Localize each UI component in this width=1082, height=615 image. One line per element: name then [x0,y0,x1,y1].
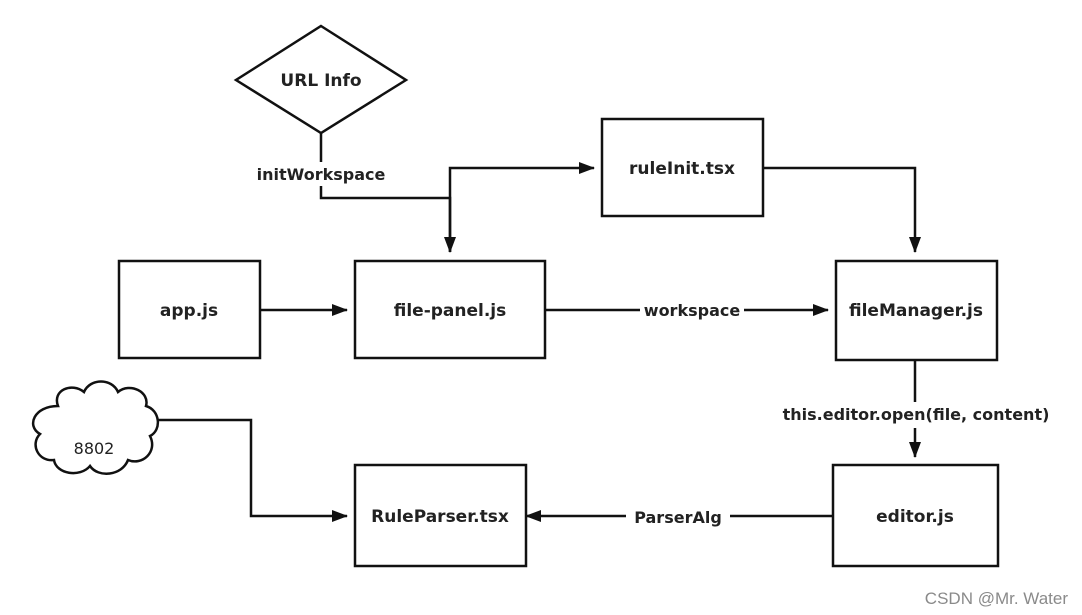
edge-to-rule-init [448,162,595,252]
rule-init-box [600,117,765,218]
edge-label-workspace: workspace [644,301,741,320]
watermark: CSDN @Mr. Water [925,589,1069,608]
rule-parser-box [353,463,528,568]
url-info-diamond [233,24,409,135]
cloud-shape [31,380,159,475]
url-info-label: URL Info [280,71,361,91]
file-manager-box [834,259,999,362]
edge-rule-init-to-file-manager [763,166,921,253]
edge-url-to-file-panel [319,133,456,253]
cloud-label: 8802 [74,439,115,458]
edge-label-editor-open: this.editor.open(file, content) [783,405,1050,424]
editor-label: editor.js [876,507,954,527]
file-manager-label: fileManager.js [849,301,983,321]
edge-cloud-to-rule-parser [150,418,348,522]
file-panel-label: file-panel.js [394,301,507,321]
edge-label-init-workspace: initWorkspace [257,165,386,184]
edge-label-parser-alg: ParserAlg [634,508,722,527]
app-box [117,259,262,360]
rule-init-label: ruleInit.tsx [629,159,735,179]
file-panel-box [353,259,547,360]
app-label: app.js [160,301,218,321]
rule-parser-label: RuleParser.tsx [371,507,509,527]
editor-box [831,463,1000,568]
